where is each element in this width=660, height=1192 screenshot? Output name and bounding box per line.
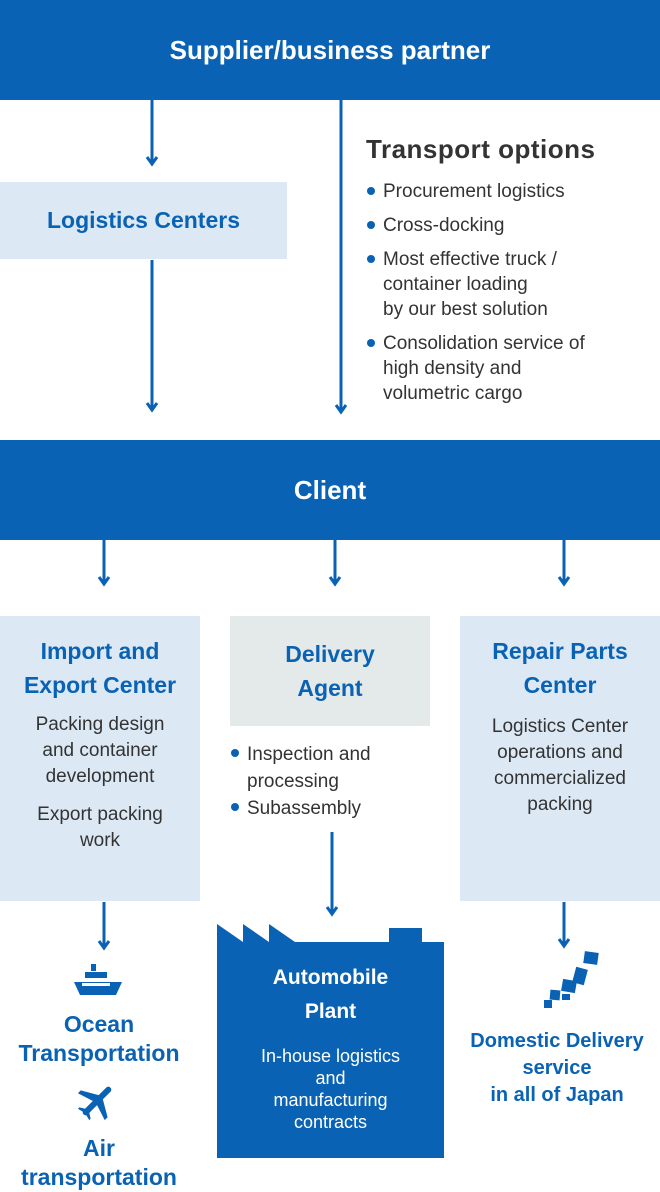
transport-options-title: Transport options (366, 134, 596, 164)
repair-parts-desc: Logistics Center operations and commerci… (491, 716, 629, 815)
client-label: Client (293, 474, 367, 505)
automobile-plant-box: Automobile Plant In-house logistics and … (217, 961, 444, 1133)
japan-map-icon (544, 951, 599, 1008)
import-export-title: Import and Export Center (23, 638, 177, 698)
supplier-band: Supplier/business partner (0, 0, 660, 100)
domestic-delivery-label: Domestic Delivery service in all of Japa… (470, 1030, 644, 1106)
arrowhead (334, 404, 348, 415)
transport-option-item: Procurement logistics (366, 179, 656, 204)
transport-option-item: Cross-docking (366, 213, 656, 238)
arrowhead (325, 906, 339, 917)
arrowhead (97, 576, 111, 587)
delivery-agent-item: Subassembly (230, 795, 440, 822)
repair-parts-title: Repair Parts Center (492, 638, 628, 698)
delivery-agent-title: Delivery Agent (285, 641, 375, 701)
transport-option-item: Most effective truck / container loading… (366, 247, 656, 322)
ocean-transportation-label: Ocean Transportation (18, 1011, 180, 1066)
repair-parts-center-box: Repair Parts Center Logistics Center ope… (460, 616, 660, 901)
airplane-icon (77, 1086, 112, 1121)
logistics-centers-box: Logistics Centers (0, 182, 287, 259)
arrowhead (145, 156, 159, 167)
import-export-desc-2: Export packing work (37, 804, 163, 851)
arrowhead (557, 576, 571, 587)
transport-option-item: Consolidation service of high density an… (366, 331, 656, 406)
arrowhead (145, 402, 159, 413)
delivery-agent-item: Inspection and processing (230, 741, 440, 795)
arrowhead (97, 940, 111, 951)
logistics-centers-label: Logistics Centers (47, 207, 240, 233)
delivery-agent-box: Delivery Agent (230, 616, 430, 726)
automobile-plant-title: Automobile Plant (272, 966, 389, 1023)
supplier-label: Supplier/business partner (169, 34, 491, 65)
automobile-plant-desc: In-house logistics and manufacturing con… (260, 1046, 401, 1132)
client-band: Client (0, 440, 660, 540)
arrowhead (328, 576, 342, 587)
arrowhead (557, 938, 571, 949)
import-export-desc-1: Packing design and container development (35, 714, 165, 787)
factory-icon (217, 924, 444, 1158)
import-export-center-box: Import and Export Center Packing design … (0, 616, 200, 901)
ship-icon (74, 964, 122, 995)
air-transportation-label: Air transportation (21, 1135, 177, 1190)
